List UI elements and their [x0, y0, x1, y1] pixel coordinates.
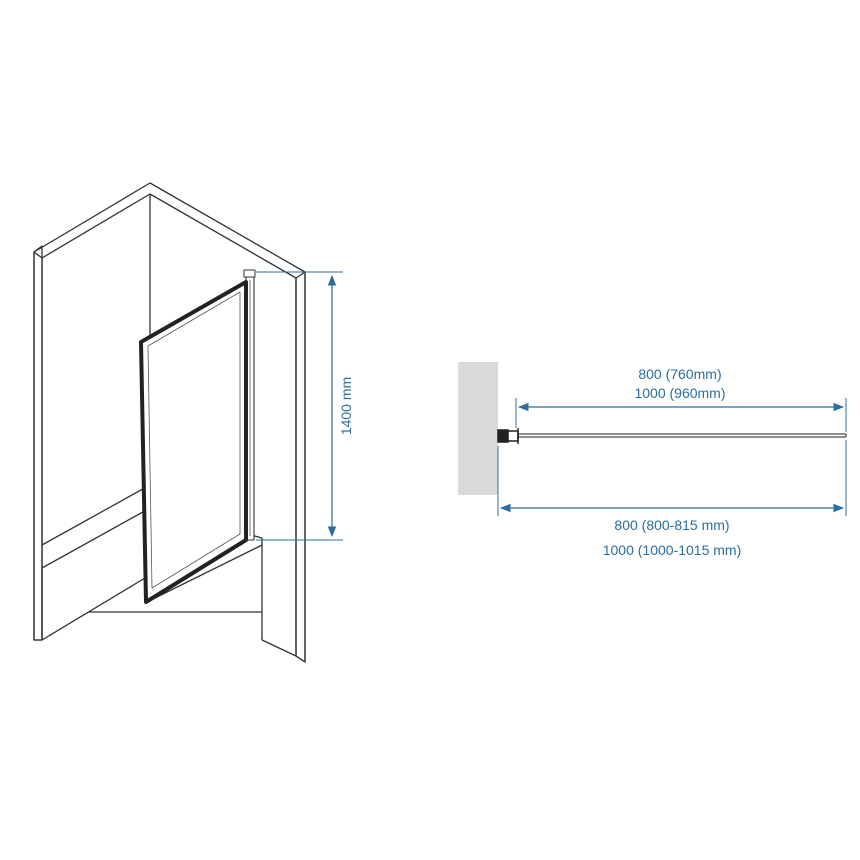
height-label: 1400 mm: [338, 377, 354, 435]
plan-glass: [518, 433, 847, 438]
glass-panel-inner: [147, 291, 241, 589]
right-wall-outline: [261, 272, 306, 663]
overall-width-label-2: 1000 (1000-1015 mm): [603, 542, 742, 558]
plan-wall: [458, 362, 498, 495]
plan-extension-lines: [497, 398, 847, 516]
height-dimension: 1400 mm: [256, 271, 354, 541]
right-wall: [295, 271, 306, 663]
plan-view: 800 (760mm) 1000 (960mm) 800 (800-815 mm…: [458, 362, 847, 558]
perspective-view: [33, 182, 306, 663]
glass-width-label-1: 800 (760mm): [638, 366, 721, 382]
overall-width-label-1: 800 (800-815 mm): [614, 517, 729, 533]
left-wall: [33, 245, 43, 641]
glass-panel-frame: [139, 280, 248, 604]
wall-bracket: [497, 428, 519, 444]
glass-width-label-2: 1000 (960mm): [634, 385, 725, 401]
